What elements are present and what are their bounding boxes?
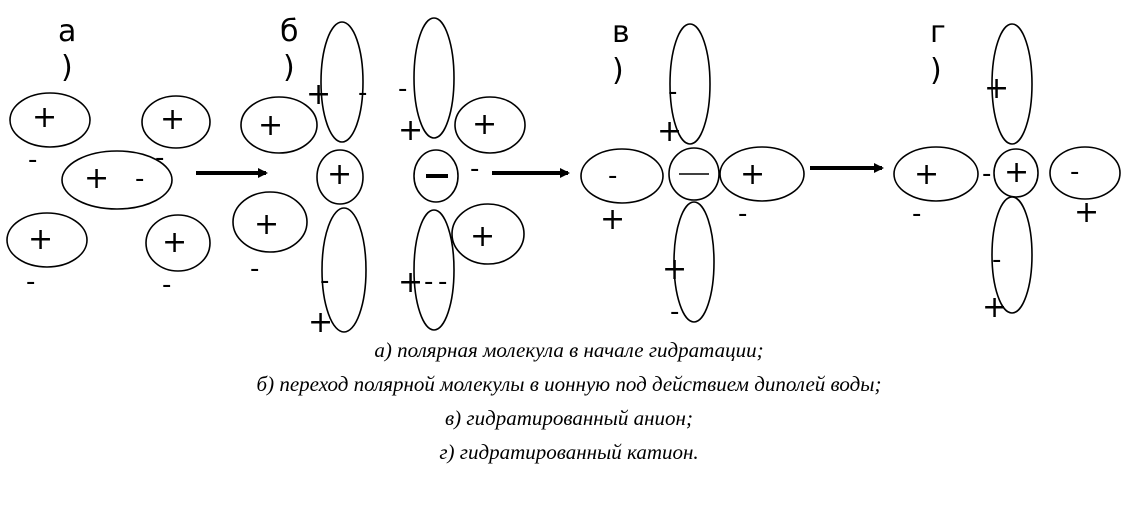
cation-circle [316, 149, 364, 205]
plus-sign: + [258, 108, 283, 143]
caption-g: г) гидратированный катион. [439, 440, 699, 464]
minus-sign: - [670, 297, 679, 327]
minus-sign: - [912, 199, 921, 229]
cation-circle [993, 148, 1039, 198]
minus-sign: - [1070, 157, 1079, 187]
minus-sign: - [26, 267, 35, 297]
caption-v: в) гидратированный анион; [445, 406, 693, 430]
minus-sign: - [424, 267, 433, 297]
plus-sign: + [984, 71, 1009, 106]
panel-label-paren: ) [612, 53, 624, 88]
plus-sign: + [1004, 155, 1029, 190]
caption-list: а) полярная молекула в начале гидратации… [0, 333, 1138, 469]
plus-sign: + [28, 222, 53, 257]
caption-b: б) переход полярной молекулы в ионную по… [256, 372, 882, 396]
dipole-ellipse [580, 148, 664, 204]
plus-sign: + [1074, 195, 1099, 230]
minus-sign: - [608, 161, 617, 191]
minus-sign: - [438, 267, 447, 297]
dipole-ellipse-vertical [673, 201, 715, 323]
plus-sign: + [982, 290, 1007, 325]
minus-sign: - [135, 164, 144, 194]
minus-sign: - [250, 254, 259, 284]
dipole-ellipse [232, 191, 308, 253]
anion-circle [413, 149, 459, 203]
polar-molecule-ellipse [61, 150, 173, 210]
plus-sign: + [162, 225, 187, 260]
dipole-ellipse [141, 95, 211, 149]
dipole-ellipse [1049, 146, 1121, 200]
minus-sign: - [470, 154, 479, 184]
dipole-ellipse [9, 92, 91, 148]
plus-sign: + [254, 207, 279, 242]
plus-sign: + [662, 252, 687, 287]
panel-label-g: г [930, 15, 946, 50]
dipole-ellipse-vertical [991, 196, 1033, 314]
minus-sign: - [358, 78, 367, 108]
minus-sign: - [28, 145, 37, 175]
dipole-ellipse-vertical [321, 207, 367, 333]
minus-sign: - [155, 143, 164, 173]
plus-sign: + [914, 157, 939, 192]
minus-sign: - [992, 245, 1001, 275]
dipole-ellipse [893, 146, 979, 202]
dipole-ellipse [454, 96, 526, 154]
dipole-ellipse [719, 146, 805, 202]
dipole-ellipse-vertical [991, 23, 1033, 145]
minus-sign: - [398, 74, 407, 104]
plus-sign: + [32, 100, 57, 135]
panel-label-paren: ) [61, 50, 73, 85]
panel-label-a: а [58, 14, 76, 49]
minus-sign: - [320, 266, 329, 296]
plus-sign: + [84, 161, 109, 196]
plus-sign: + [327, 157, 352, 192]
plus-sign: + [470, 219, 495, 254]
panel-label-paren: ) [283, 50, 295, 85]
dipole-ellipse [6, 212, 88, 268]
plus-sign: + [306, 77, 331, 112]
caption-a: а) полярная молекула в начале гидратации… [374, 338, 764, 362]
dipole-ellipse-vertical [320, 21, 364, 143]
anion-circle [668, 147, 720, 201]
minus-sign: - [982, 159, 991, 189]
plus-sign: + [472, 107, 497, 142]
minus-sign: - [668, 77, 677, 107]
plus-sign: + [600, 202, 625, 237]
plus-sign: + [740, 157, 765, 192]
panel-label-paren: ) [930, 53, 942, 88]
plus-sign: + [160, 102, 185, 137]
plus-sign: + [398, 265, 423, 300]
hydration-diagram: а ) б ) в ) г ) + + - - + - + + - - + + … [6, 14, 1121, 335]
panel-label-b: б [280, 14, 299, 49]
dipole-ellipse [145, 214, 211, 272]
plus-sign: + [657, 114, 682, 149]
minus-sign: - [738, 199, 747, 229]
minus-sign: - [162, 270, 171, 300]
dipole-ellipse-vertical [413, 209, 455, 331]
dipole-ellipse [451, 203, 525, 265]
dipole-ellipse [240, 96, 318, 154]
dipole-ellipse-vertical [413, 17, 455, 139]
minus-bar [426, 174, 448, 178]
plus-sign: + [308, 305, 333, 335]
plus-sign: + [398, 113, 423, 148]
panel-label-v: в [612, 15, 630, 50]
dipole-ellipse-vertical [669, 23, 711, 145]
